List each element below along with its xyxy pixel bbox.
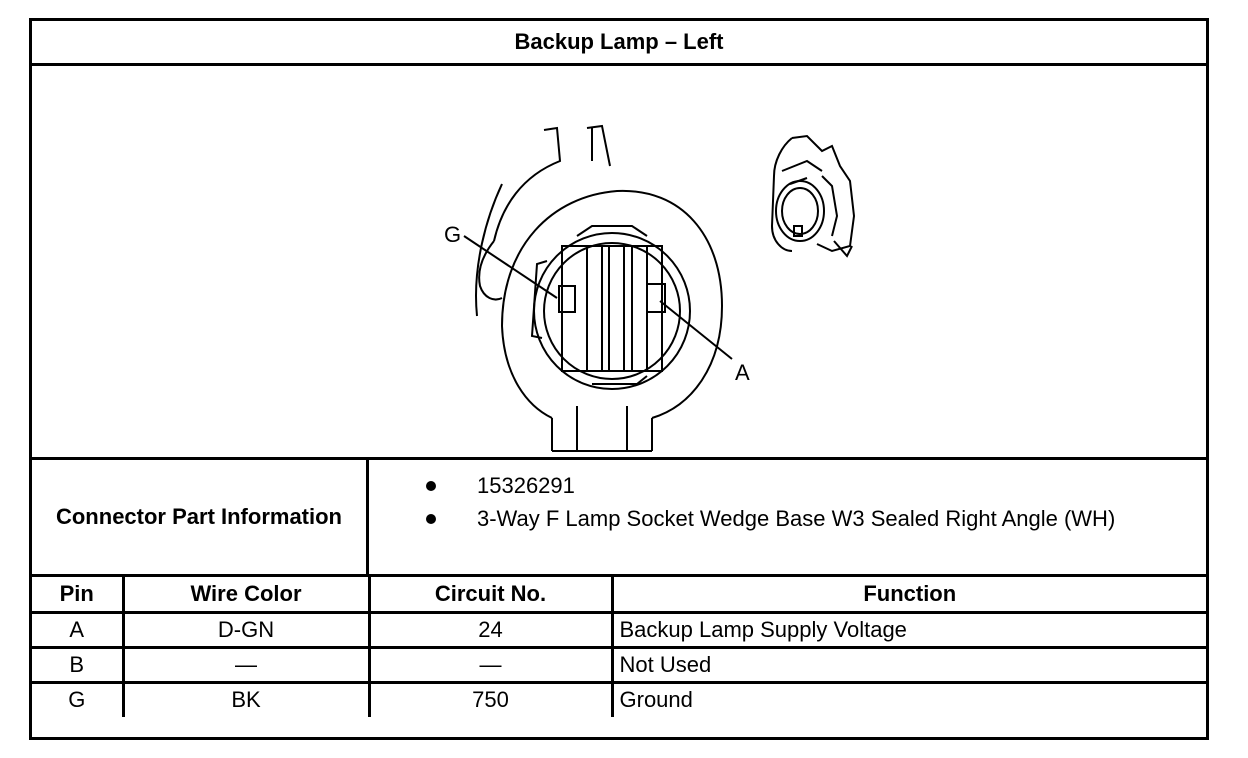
connector-drawing: G A [32,66,1206,460]
bullet-icon [426,481,436,491]
cell-pin: A [32,610,125,649]
connector-info-list: 15326291 3-Way F Lamp Socket Wedge Base … [372,460,1206,574]
socket-perspective-icon [770,134,856,258]
cell-circuit-no: 750 [367,680,614,717]
cell-wire-color: BK [121,680,371,717]
cell-function: Ground [610,680,1206,717]
cell-circuit-no: — [367,645,614,684]
cell-wire-color: D-GN [121,610,371,649]
cell-pin: B [32,645,125,684]
table-row: B — — Not Used [32,645,1206,684]
cell-circuit-no: 24 [367,610,614,649]
header-pin: Pin [32,577,125,614]
page-title: Backup Lamp – Left [32,21,1206,66]
connector-info-label: Connector Part Information [32,460,369,574]
header-wire-color: Wire Color [121,577,371,614]
header-circuit-no: Circuit No. [367,577,614,614]
cell-pin: G [32,680,125,717]
pin-table: Pin Wire Color Circuit No. Function A D-… [32,577,1206,717]
cell-function: Not Used [610,645,1206,684]
callout-g-label: G [444,222,461,247]
connector-part-info: Connector Part Information 15326291 3-Wa… [32,460,1206,577]
connector-sheet: Backup Lamp – Left [29,18,1209,740]
cell-wire-color: — [121,645,371,684]
connector-face-illustration: G A [444,124,856,452]
table-row: A D-GN 24 Backup Lamp Supply Voltage [32,610,1206,649]
callout-a-label: A [735,360,750,385]
table-row: G BK 750 Ground [32,680,1206,717]
table-header-row: Pin Wire Color Circuit No. Function [32,577,1206,614]
cell-function: Backup Lamp Supply Voltage [610,610,1206,649]
header-function: Function [610,577,1206,614]
bullet-icon [426,514,436,524]
